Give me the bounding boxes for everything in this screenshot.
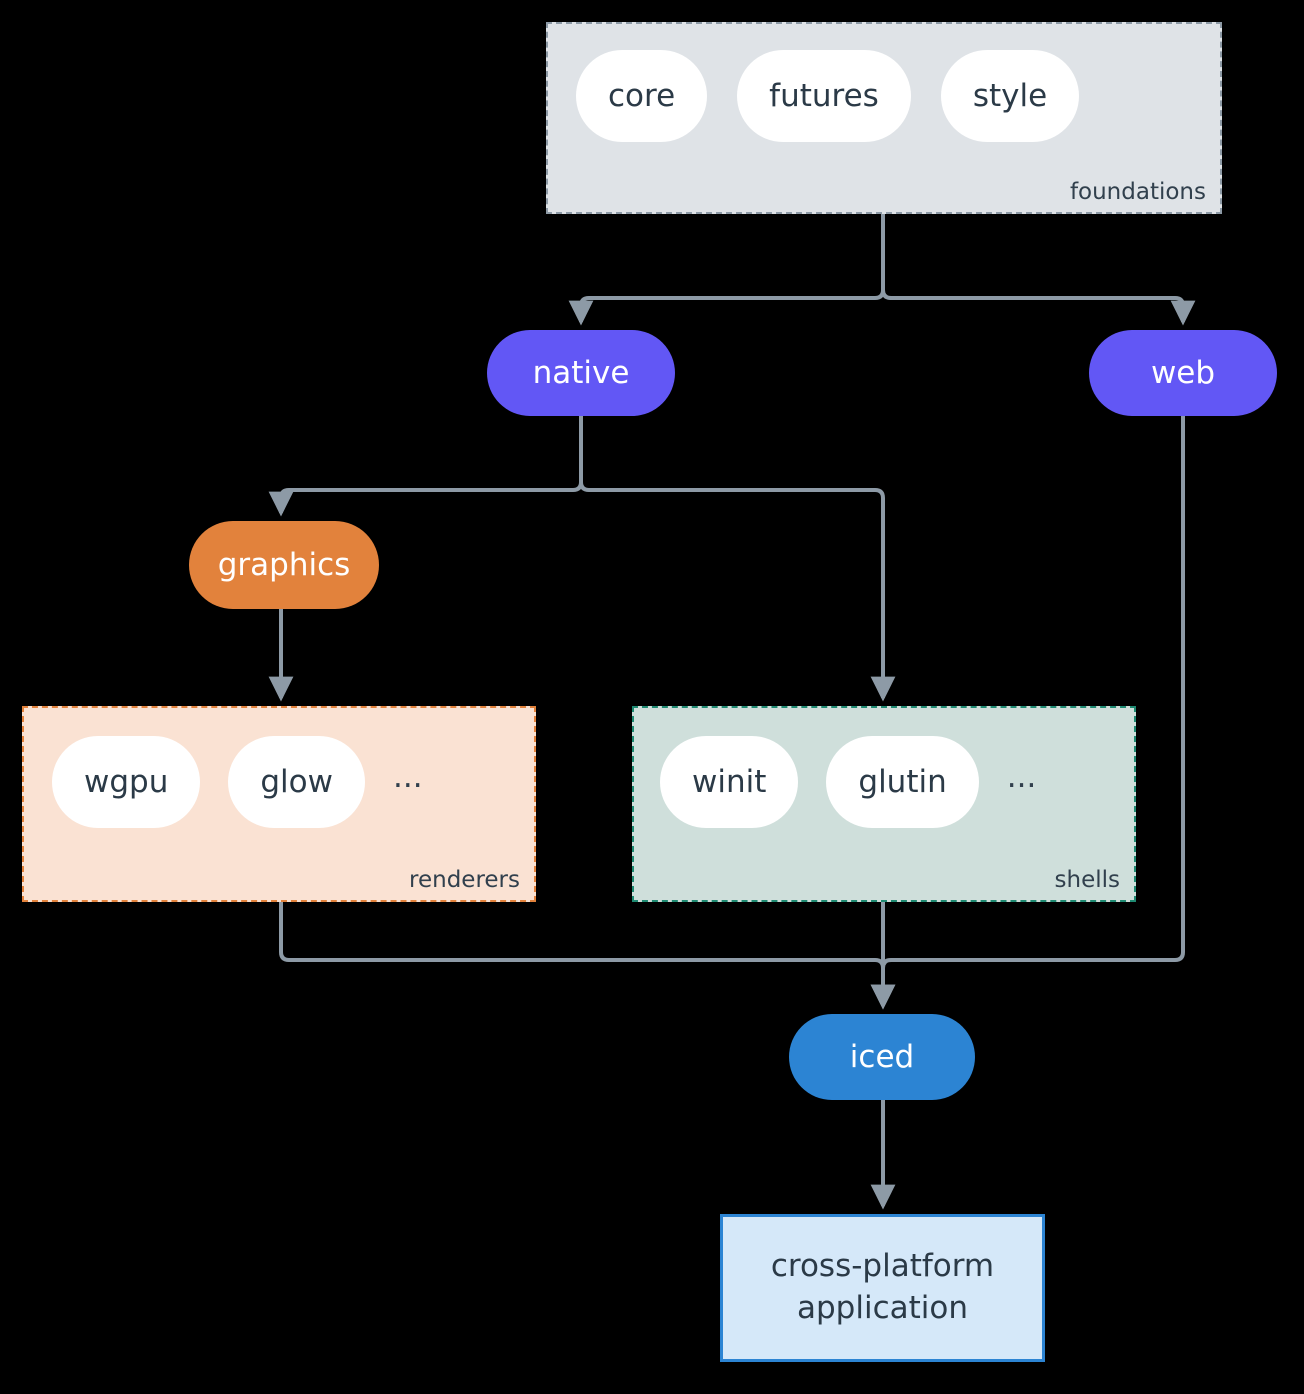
chip-glutin[interactable]: glutin [826,736,979,828]
shells-more-ellipsis: ... [1006,758,1037,795]
chip-winit[interactable]: winit [660,736,799,828]
chip-wgpu[interactable]: wgpu [52,736,201,828]
chip-glow[interactable]: glow [228,736,365,828]
application-label-line1: cross-platform [770,1248,995,1285]
node-cross-platform-application[interactable]: cross-platform application [720,1214,1045,1362]
edge-native-graphics [268,416,583,517]
group-foundations-items: core futures style [576,50,1080,142]
node-graphics[interactable]: graphics [189,521,379,609]
chip-core[interactable]: core [576,50,708,142]
group-foundations-label: foundations [1069,179,1206,205]
node-native[interactable]: native [487,330,675,416]
edge-native-shells [579,481,896,702]
node-iced[interactable]: iced [789,1014,975,1100]
renderers-more-ellipsis: ... [392,758,423,795]
group-foundations: core futures style foundations [546,22,1222,214]
group-shells: winit glutin ... shells [632,706,1136,902]
group-renderers-items: wgpu glow ... [52,736,423,828]
edge-foundations-web [881,289,1196,326]
application-label-line2: application [797,1290,968,1326]
edge-renderers-iced [279,902,896,1010]
group-shells-label: shells [1054,867,1120,893]
group-renderers-label: renderers [409,867,520,893]
group-renderers: wgpu glow ... renderers [22,706,536,902]
edge-foundations-native [568,214,885,326]
group-shells-items: winit glutin ... [660,736,1036,828]
chip-futures[interactable]: futures [737,50,911,142]
node-web[interactable]: web [1089,330,1277,416]
chip-style[interactable]: style [940,50,1080,142]
